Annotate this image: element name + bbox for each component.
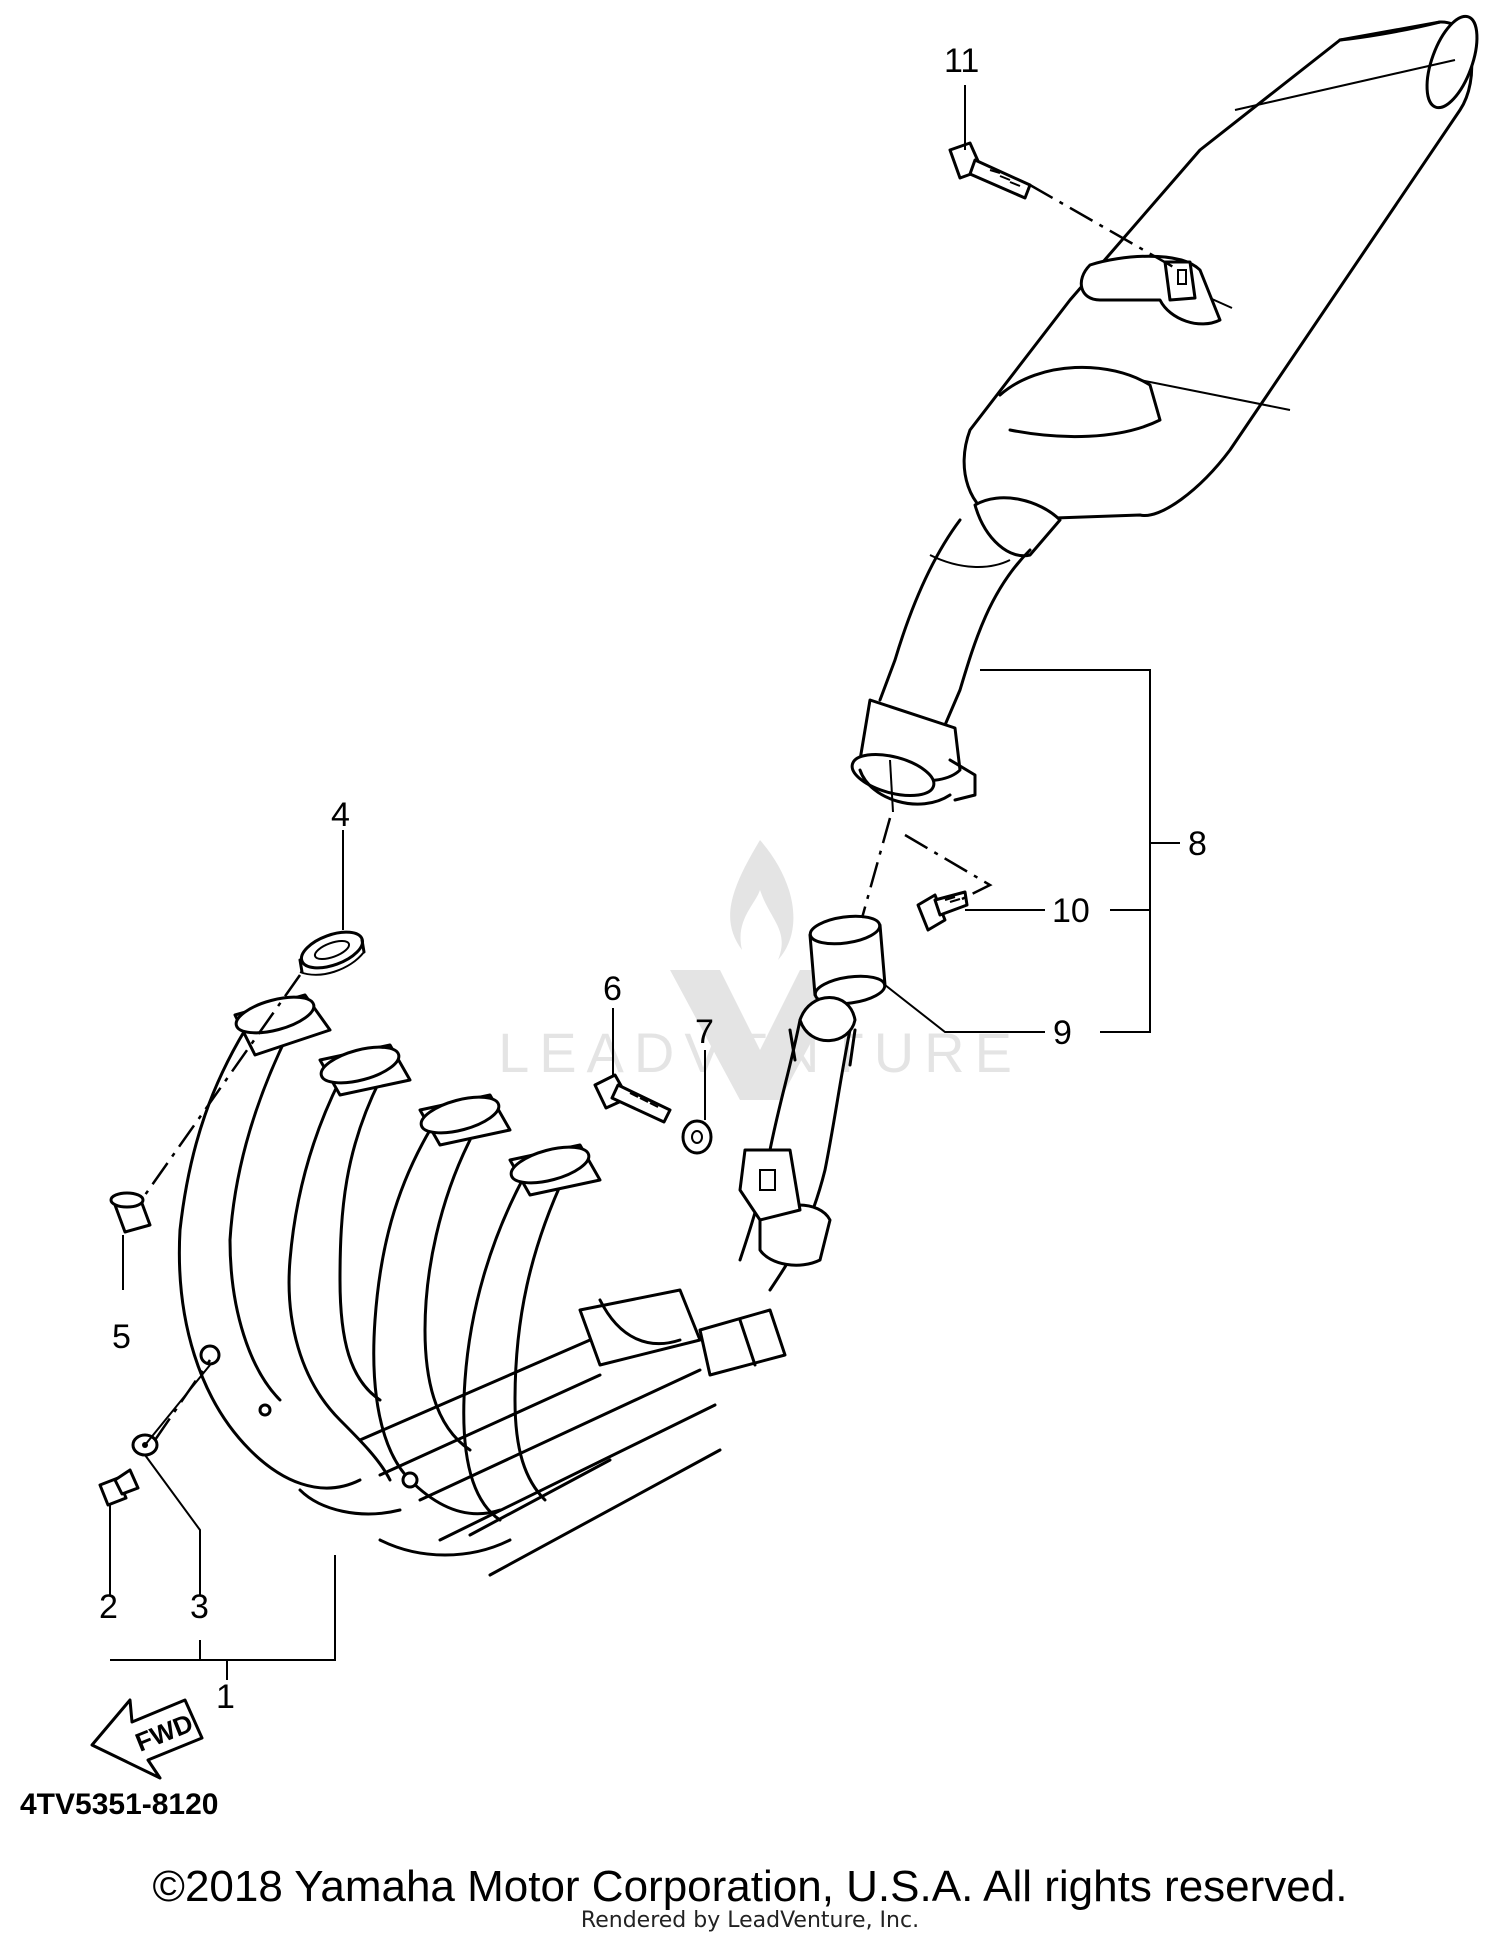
callout-8: 8 xyxy=(1188,825,1207,863)
callout-3: 3 xyxy=(190,1588,209,1626)
callout-5: 5 xyxy=(112,1318,131,1356)
callout-11: 11 xyxy=(944,42,979,80)
bracket-washer xyxy=(681,1119,713,1155)
watermark-text: LEADVENTURE xyxy=(498,1021,1022,1084)
leadventure-watermark: LEADVENTURE xyxy=(480,820,1040,1120)
flange-nut xyxy=(109,1191,152,1234)
bracket-bolt xyxy=(593,1073,672,1124)
callout-7: 7 xyxy=(695,1013,714,1051)
leader-lines xyxy=(109,85,1180,1680)
callout-10: 10 xyxy=(1052,892,1090,930)
muffler-bolt xyxy=(948,141,1032,200)
clamp-bolt xyxy=(916,890,969,932)
muffler xyxy=(962,14,1479,558)
copyright-notice: ©2018 Yamaha Motor Corporation, U.S.A. A… xyxy=(152,1862,1348,1911)
link-pipe xyxy=(850,518,1032,813)
callout-labels: 1 2 3 4 5 6 7 8 9 10 11 xyxy=(99,42,1207,1716)
callout-6: 6 xyxy=(603,970,622,1008)
callout-2: 2 xyxy=(99,1588,118,1626)
callout-1: 1 xyxy=(216,1678,235,1716)
exhaust-port-gasket xyxy=(298,930,366,976)
header-bolt xyxy=(98,1468,140,1507)
diagram-code: 4TV5351-8120 xyxy=(20,1788,219,1821)
callout-4: 4 xyxy=(331,796,350,834)
callout-9: 9 xyxy=(1053,1014,1072,1052)
forward-direction-arrow: FWD xyxy=(90,1698,204,1780)
exhaust-header xyxy=(177,993,857,1577)
rendered-by-credit: Rendered by LeadVenture, Inc. xyxy=(580,1908,920,1933)
exhaust-gasket xyxy=(808,914,887,1006)
